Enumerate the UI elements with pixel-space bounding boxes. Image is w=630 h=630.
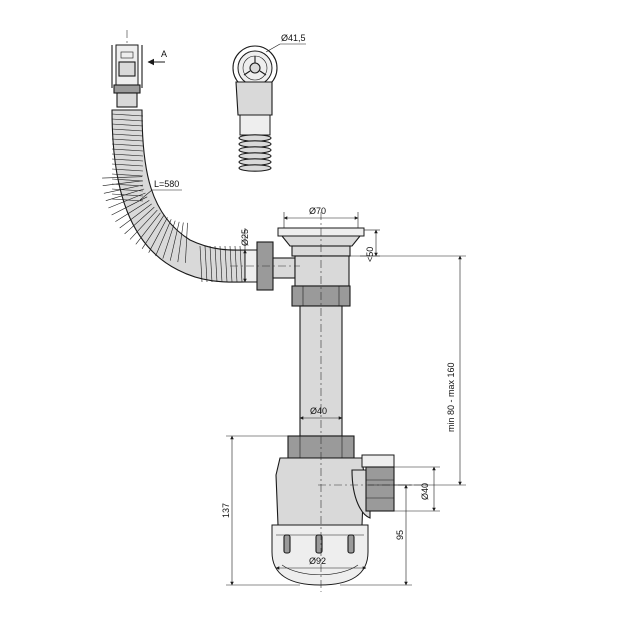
outlet-corrugation	[238, 134, 272, 172]
hose-rib	[103, 184, 144, 194]
hose-rib	[111, 178, 144, 182]
hose-rib	[111, 196, 148, 216]
outlet-rib	[238, 152, 272, 160]
hose-rib	[148, 217, 168, 253]
view-a-label: A	[161, 49, 167, 59]
hose-rib	[239, 245, 243, 283]
hose-rib	[199, 245, 203, 283]
hose-rib	[135, 212, 161, 245]
hose-rib	[177, 222, 184, 263]
hose-rib	[224, 245, 228, 283]
flange-height-label: <50	[365, 247, 375, 262]
dim-pipe-diameter: Ø40	[299, 406, 343, 420]
hose-rib	[169, 221, 180, 261]
hose-rib	[162, 220, 176, 259]
hose-rib	[209, 245, 213, 283]
hose-length-leader: L=580	[139, 179, 182, 201]
dim-bowl-diameter: Ø92	[275, 556, 367, 570]
hose-rib	[115, 200, 150, 222]
outlet-rib	[238, 158, 272, 166]
hose-rib	[219, 245, 223, 283]
hose-rib	[111, 153, 144, 157]
view-a-marker: A	[147, 49, 167, 66]
hose-rib	[141, 215, 165, 249]
hose-diameter-label: Ø25	[240, 229, 250, 246]
bottom-cap	[271, 524, 369, 586]
total-height-label: 137	[221, 503, 231, 518]
hose-rib	[185, 222, 188, 263]
dim-outlet-height: 95	[340, 484, 412, 586]
outlet-view-a: Ø41,5	[232, 33, 306, 172]
hose-rib	[111, 113, 144, 117]
hose-rib	[111, 183, 144, 187]
outlet-rib	[238, 146, 272, 154]
hose-rib	[214, 245, 218, 283]
bowl-diameter-label: Ø92	[309, 556, 326, 566]
outlet-pipe-diameter-label: Ø40	[420, 483, 430, 500]
hose-rib	[111, 138, 144, 142]
hose-rib	[111, 123, 144, 127]
hose-rib	[124, 206, 155, 235]
hose-rib	[111, 133, 144, 137]
grate-diameter-label: Ø70	[309, 206, 326, 216]
hose-rib	[102, 176, 143, 179]
hose-rib	[129, 209, 158, 240]
hose-rib	[108, 192, 146, 209]
hose-rib	[111, 148, 144, 152]
hose-rib	[105, 188, 145, 201]
overflow-fitting	[111, 30, 143, 108]
hose-rib	[119, 203, 152, 229]
outlet-rib	[238, 134, 272, 142]
hose-rib	[155, 219, 172, 257]
outlet-rib	[238, 140, 272, 148]
dim-grate-diameter: Ø70	[283, 206, 359, 228]
siphon-body	[244, 227, 395, 586]
dim-hose-diameter: Ø25	[240, 228, 250, 283]
dim-total-height: 137	[221, 435, 300, 586]
hose-rib	[111, 168, 144, 172]
hose-corrugation	[102, 113, 243, 283]
height-range-label: min 80 - max 160	[446, 362, 456, 432]
dim-height-range: min 80 - max 160	[360, 255, 466, 486]
hose-rib	[111, 118, 144, 122]
hose-rib	[204, 245, 208, 283]
outlet-rib	[238, 164, 272, 172]
outlet-height-label: 95	[395, 530, 405, 540]
hose-rib	[111, 173, 144, 177]
outlet-nut	[365, 466, 395, 512]
outlet-diameter-label: Ø41,5	[281, 33, 306, 43]
bowl	[275, 457, 365, 526]
hose-rib	[111, 128, 144, 132]
dim-outlet-pipe-diameter: Ø40	[394, 466, 440, 512]
hose-rib	[111, 163, 144, 167]
hose-rib	[234, 245, 238, 283]
hose-rib	[111, 158, 144, 162]
hose-rib	[111, 193, 144, 197]
hose-length-label: L=580	[154, 179, 179, 189]
hose-rib	[229, 245, 233, 283]
hose-rib	[111, 143, 144, 147]
pipe-diameter-label: Ø40	[310, 406, 327, 416]
hose-rib	[102, 180, 143, 186]
flexible-hose	[102, 109, 246, 283]
